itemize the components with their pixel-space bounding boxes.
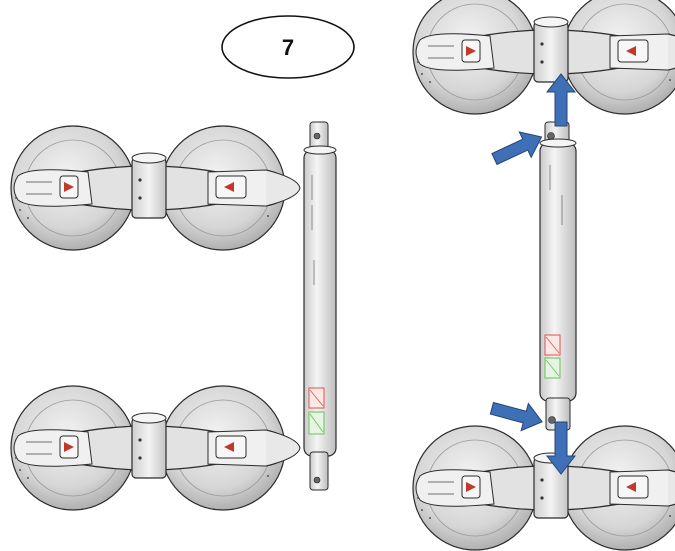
left-top-suction-handle bbox=[10, 125, 301, 251]
step-badge: 7 bbox=[221, 15, 355, 79]
suction-cup-icon bbox=[10, 385, 301, 511]
suction-cup-icon bbox=[412, 0, 675, 115]
step-oval bbox=[221, 15, 355, 79]
right-bottom-suction-handle bbox=[412, 425, 675, 551]
right-top-suction-handle bbox=[412, 0, 675, 115]
right-grab-bar bbox=[539, 121, 577, 431]
suction-cup-icon bbox=[412, 425, 675, 551]
suction-cup-icon bbox=[10, 125, 301, 251]
left-grab-bar bbox=[303, 121, 337, 491]
assembly-arrow-icon bbox=[488, 123, 548, 173]
left-bottom-suction-handle bbox=[10, 385, 301, 511]
assembly-arrow-icon bbox=[487, 394, 547, 436]
grab-bar-icon bbox=[303, 149, 337, 457]
step-number: 7 bbox=[282, 35, 294, 60]
